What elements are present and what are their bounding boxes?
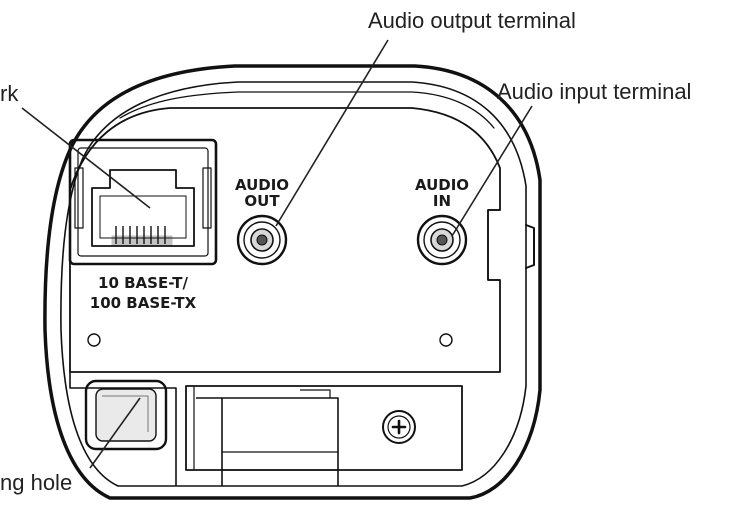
audio-in-label-line1: AUDIO xyxy=(415,176,469,194)
leader-audio-out xyxy=(275,39,389,227)
camera-body xyxy=(43,64,542,500)
leader-hole xyxy=(89,397,141,469)
ethernet-label-line2: 100 BASE-TX xyxy=(90,294,197,312)
ethernet-label-line1: 10 BASE-T/ xyxy=(98,274,188,292)
rj45-port-icon xyxy=(68,138,218,266)
audio-output-callout: Audio output terminal xyxy=(368,8,576,33)
mounting-hole xyxy=(84,379,168,451)
hole-callout: ng hole xyxy=(0,470,72,495)
audio-in-label-line2: IN xyxy=(433,192,451,210)
audio-input-callout: Audio input terminal xyxy=(497,79,691,104)
network-callout: rk xyxy=(0,81,19,106)
audio-jack-icon xyxy=(236,214,288,266)
leader-network xyxy=(21,107,151,209)
audio-jack-icon xyxy=(416,214,468,266)
audio-out-label-line1: AUDIO xyxy=(235,176,289,194)
phillips-screw-icon xyxy=(382,410,416,444)
leader-audio-in xyxy=(451,105,533,237)
screw-hole-left xyxy=(87,333,101,347)
screw-hole-right xyxy=(439,333,453,347)
lower-compartment xyxy=(69,372,463,486)
leader-lines xyxy=(21,39,533,469)
audio-out-label-line2: OUT xyxy=(244,192,280,210)
